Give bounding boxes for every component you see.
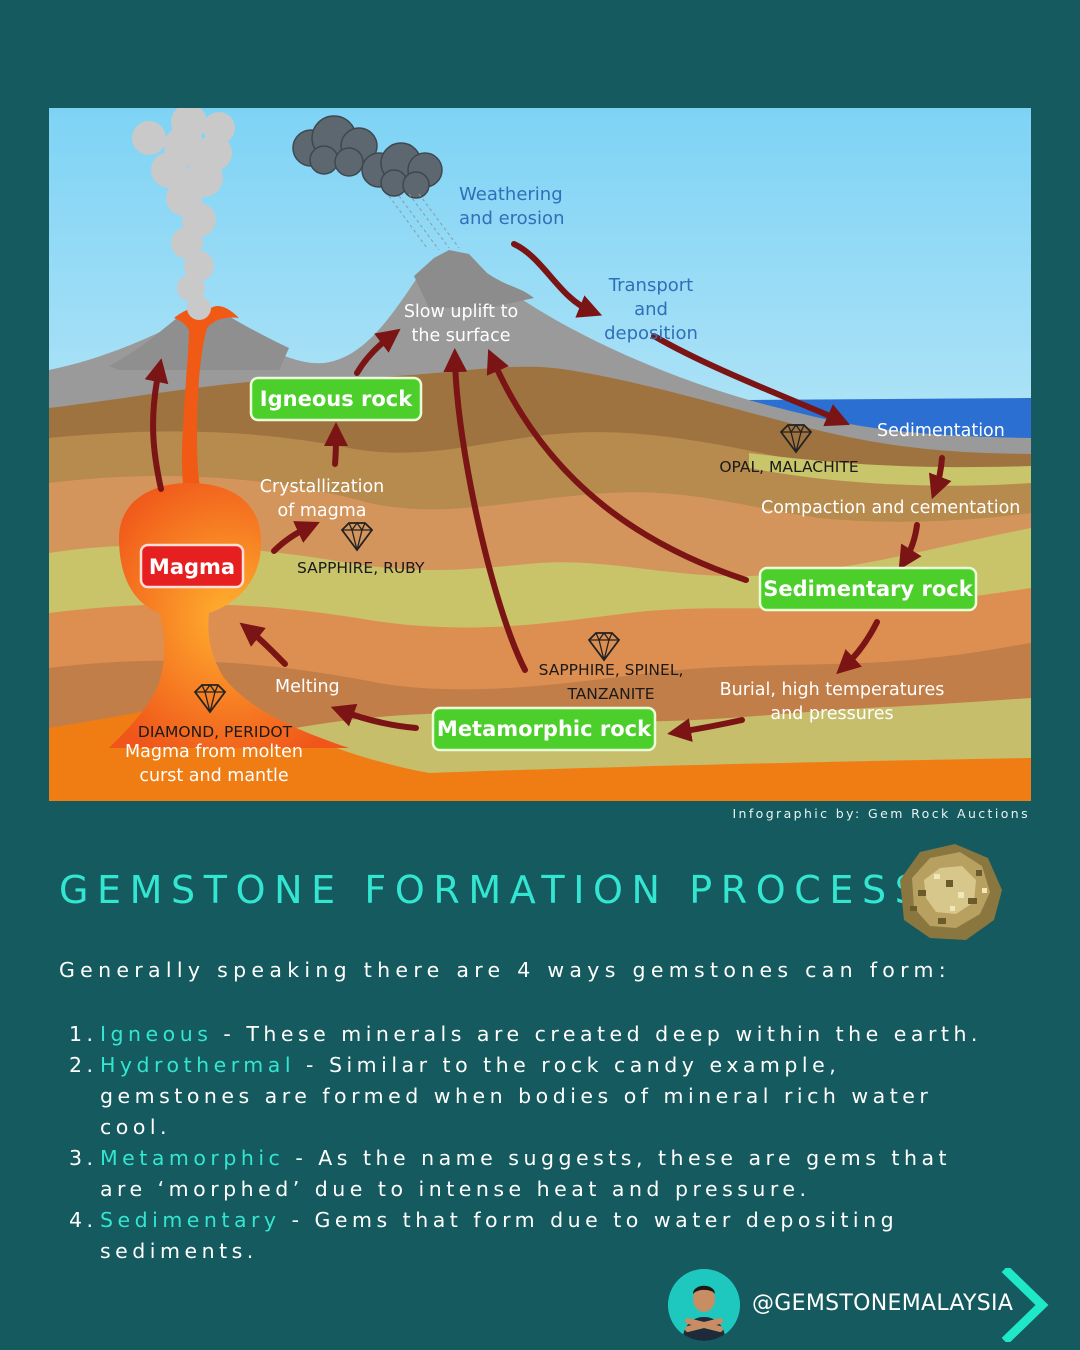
term-metamorphic: Metamorphic bbox=[100, 1146, 285, 1170]
label-sedimentation: Sedimentation bbox=[877, 421, 1005, 441]
social-handle[interactable]: @GEMSTONEMALAYSIA bbox=[752, 1291, 1014, 1316]
list-number: 4. bbox=[69, 1208, 98, 1232]
avatar[interactable] bbox=[668, 1269, 740, 1341]
metamorphic-rock-box: Metamorphic rock bbox=[431, 706, 657, 752]
list-item: 3.Metamorphic - As the name suggests, th… bbox=[59, 1143, 1004, 1205]
list-text: - These minerals are created deep within… bbox=[212, 1022, 982, 1046]
label-sapphire-spinel-1: SAPPHIRE, SPINEL, bbox=[539, 661, 684, 679]
metamorphic-rock-label: Metamorphic rock bbox=[437, 717, 652, 741]
igneous-rock-box: Igneous rock bbox=[249, 376, 423, 422]
rock-cycle-diagram: Weathering and erosion Transport and dep… bbox=[49, 108, 1031, 801]
mountain-peak bbox=[414, 250, 534, 308]
storm-clouds bbox=[292, 115, 443, 199]
term-sedimentary: Sedimentary bbox=[100, 1208, 281, 1232]
list-text: - As the name suggests, these are gems t… bbox=[100, 1146, 952, 1201]
sedimentary-rock-box: Sedimentary rock bbox=[758, 566, 978, 612]
intro-text: Generally speaking there are 4 ways gems… bbox=[59, 958, 951, 982]
infographic-credit: Infographic by: Gem Rock Auctions bbox=[732, 806, 1030, 821]
chevron-right-icon[interactable] bbox=[1000, 1268, 1050, 1342]
label-diamond-peridot: DIAMOND, PERIDOT bbox=[138, 723, 293, 741]
label-burial-2: and pressures bbox=[770, 704, 893, 724]
label-sapphire-spinel-2: TANZANITE bbox=[566, 685, 654, 703]
page-title: GEMSTONE FORMATION PROCESS bbox=[59, 868, 928, 912]
label-crystallization-2: of magma bbox=[277, 501, 366, 521]
list-item: 4.Sedimentary - Gems that form due to wa… bbox=[59, 1205, 1004, 1267]
cycle-arrows bbox=[144, 241, 952, 742]
olive-ribbon bbox=[749, 453, 1031, 486]
label-magma-source-1: Magma from molten bbox=[125, 742, 303, 762]
label-weathering-2: and erosion bbox=[459, 208, 564, 229]
term-igneous: Igneous bbox=[100, 1022, 213, 1046]
label-burial-1: Burial, high temperatures bbox=[720, 680, 945, 700]
list-text: - Gems that form due to water depositing… bbox=[100, 1208, 899, 1263]
term-hydrothermal: Hydrothermal bbox=[100, 1053, 296, 1077]
label-melting: Melting bbox=[275, 677, 340, 697]
list-text: - Similar to the rock candy example, gem… bbox=[100, 1053, 933, 1139]
list-number: 1. bbox=[69, 1022, 98, 1046]
list-item: 2.Hydrothermal - Similar to the rock can… bbox=[59, 1050, 1004, 1143]
label-uplift-2: the surface bbox=[412, 326, 511, 346]
magma-conduit bbox=[174, 306, 239, 520]
sedimentary-rock-label: Sedimentary rock bbox=[763, 577, 973, 601]
label-opal-malachite: OPAL, MALACHITE bbox=[719, 458, 858, 476]
label-compaction: Compaction and cementation bbox=[761, 498, 1020, 518]
label-transport-2: and bbox=[634, 299, 668, 320]
formation-ways-list: 1.Igneous - These minerals are created d… bbox=[59, 1019, 1004, 1267]
magma-box: Magma bbox=[139, 543, 245, 589]
mantle-magma bbox=[49, 693, 1031, 801]
label-magma-source-2: curst and mantle bbox=[139, 766, 288, 786]
rain bbox=[388, 193, 460, 251]
label-crystallization-1: Crystallization bbox=[260, 477, 385, 497]
list-number: 2. bbox=[69, 1053, 98, 1077]
label-uplift-1: Slow uplift to bbox=[404, 302, 518, 322]
list-item: 1.Igneous - These minerals are created d… bbox=[59, 1019, 1004, 1050]
igneous-rock-label: Igneous rock bbox=[260, 387, 413, 411]
label-transport-3: deposition bbox=[604, 323, 698, 344]
magma-label: Magma bbox=[149, 555, 235, 579]
label-sapphire-ruby: SAPPHIRE, RUBY bbox=[297, 559, 425, 577]
label-transport-1: Transport bbox=[608, 275, 693, 296]
label-weathering-1: Weathering bbox=[459, 184, 563, 205]
list-number: 3. bbox=[69, 1146, 98, 1170]
pyrite-mineral-image bbox=[900, 844, 1002, 940]
volcano-smoke bbox=[132, 108, 235, 320]
